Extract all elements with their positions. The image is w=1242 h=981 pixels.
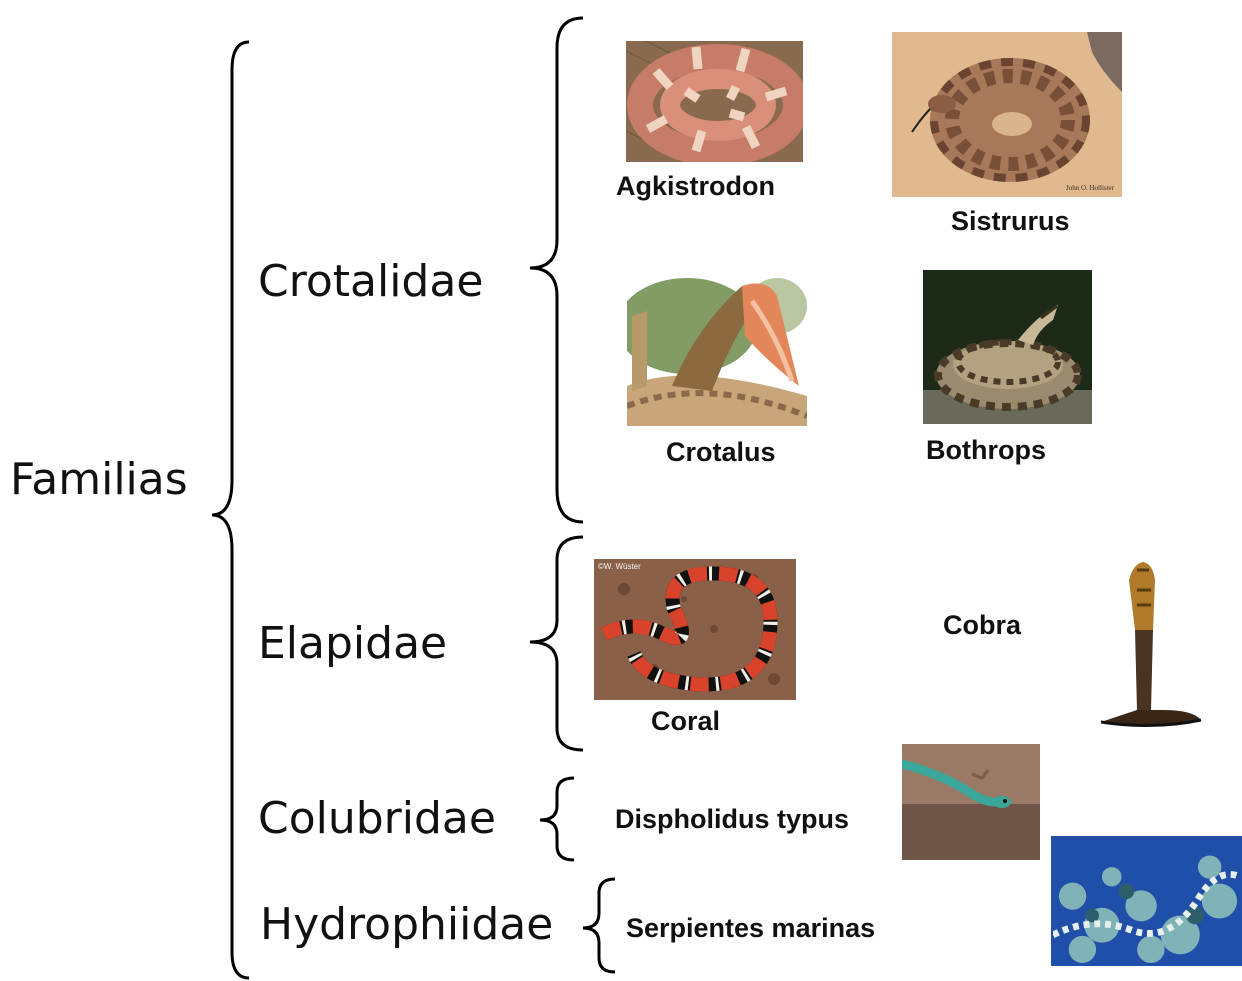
family-label-hydrophiidae: Hydrophiidae xyxy=(260,903,553,947)
genus-label-agkistrodon: Agkistrodon xyxy=(616,173,775,200)
hydrophiidae-brace xyxy=(583,879,615,972)
genus-label-bothrops: Bothrops xyxy=(926,437,1046,464)
sistrurus-credit: John O. Hollister xyxy=(1066,184,1115,192)
genus-label-sistrurus: Sistrurus xyxy=(951,208,1070,235)
colubridae-brace xyxy=(540,778,574,860)
sistrurus-photo: John O. Hollister xyxy=(892,32,1122,197)
crotalidae-brace xyxy=(530,18,583,522)
family-label-crotalidae: Crotalidae xyxy=(258,260,483,304)
genus-label-dispholidus: Dispholidus typus xyxy=(615,806,849,833)
root-label: Familias xyxy=(10,458,188,502)
genus-label-cobra: Cobra xyxy=(943,612,1021,639)
genus-label-coral: Coral xyxy=(651,708,720,735)
crotalus-photo xyxy=(627,266,807,426)
agkistrodon-photo xyxy=(626,41,803,162)
dispholidus-photo xyxy=(902,744,1040,860)
elapidae-brace xyxy=(530,537,583,750)
family-label-colubridae: Colubridae xyxy=(258,797,496,841)
bothrops-photo xyxy=(923,270,1092,424)
coral-credit: ©W. Wüster xyxy=(598,562,641,571)
genus-label-crotalus: Crotalus xyxy=(666,439,776,466)
marinas-photo xyxy=(1051,836,1242,966)
cobra-photo xyxy=(1093,560,1208,732)
family-label-elapidae: Elapidae xyxy=(258,622,447,666)
coral-photo: ©W. Wüster xyxy=(594,559,796,700)
genus-label-marinas: Serpientes marinas xyxy=(626,915,875,942)
root-brace xyxy=(212,42,249,978)
